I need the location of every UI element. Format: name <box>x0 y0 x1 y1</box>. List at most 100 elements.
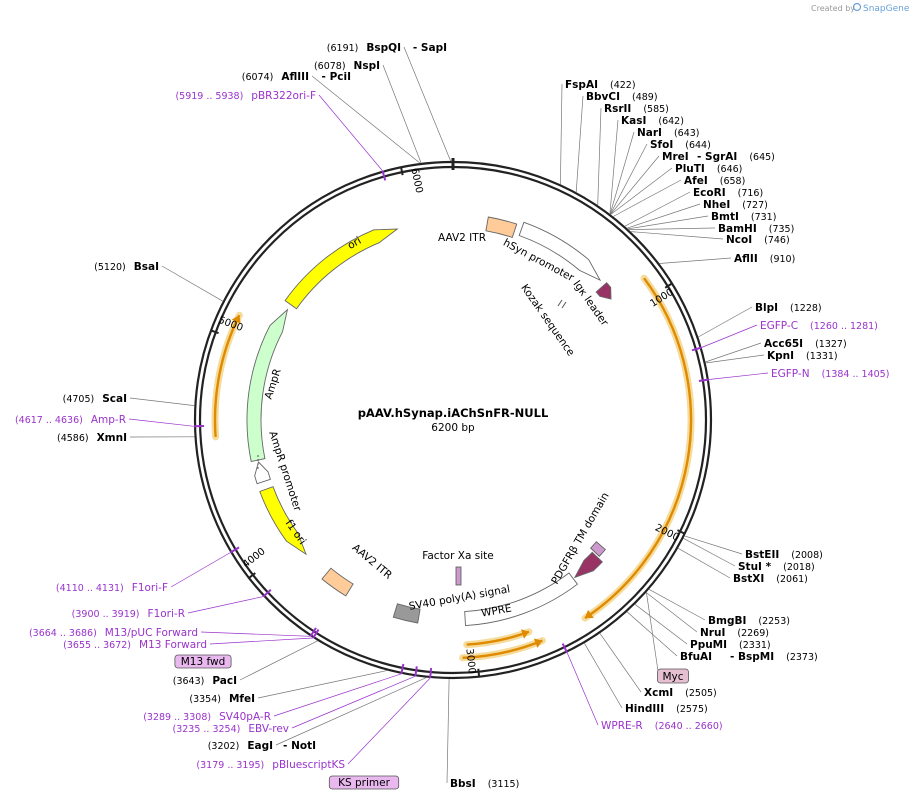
primer-ebv-rev[interactable]: (3235 .. 3254)EBV-rev <box>173 666 418 735</box>
site-label: XcmI(2505) <box>644 687 717 699</box>
site-bsai[interactable]: (5120)BsaI <box>94 261 223 302</box>
site-label: BbsI (3115) <box>450 778 519 790</box>
primer-f1ori-f[interactable]: (4110 .. 4131)F1ori-F <box>56 546 240 594</box>
site-bmti[interactable]: BmtI(731) <box>627 211 777 230</box>
site-position: (2505) <box>685 688 717 699</box>
site-bfuai[interactable]: BfuAI <box>626 611 712 663</box>
primer-position: (3235 .. 3254) <box>173 724 241 735</box>
site-rsrii[interactable]: RsrII (585) <box>597 103 669 206</box>
site-leader-line <box>161 265 223 302</box>
site-leader-line <box>648 588 706 621</box>
tag-myc[interactable]: Myc <box>646 592 689 684</box>
site-label: AflII(910) <box>734 253 795 265</box>
site-nhei[interactable]: NheI(727) <box>626 199 768 229</box>
site-leader-line <box>584 643 623 709</box>
site-kpni[interactable]: KpnI(1331) <box>705 350 838 364</box>
site-eagi[interactable]: (3202)EagI <box>208 677 427 752</box>
site-paci[interactable]: (3643)PacI <box>173 640 318 687</box>
tick-mark <box>210 329 219 335</box>
site-xcmi[interactable]: XcmI(2505) <box>599 633 717 699</box>
primer-name: WPRE-R <box>601 720 643 732</box>
primer-pbr322ori-f[interactable]: (5919 .. 5938)pBR322ori-F <box>175 90 387 181</box>
primer-m13-fwd[interactable]: M13 fwd <box>174 654 232 669</box>
primer-pbluescriptks[interactable]: (3179 .. 3195)pBluescriptKS <box>196 667 433 771</box>
site-nspi[interactable]: (6078)NspI <box>314 60 422 164</box>
site-bbvci[interactable]: BbvCI(489) <box>575 91 658 193</box>
site-bbsi[interactable]: BbsI (3115) <box>446 678 519 790</box>
site-label: StuI *(2018) <box>738 561 815 573</box>
primer-label: WPRE-R(2640 .. 2660) <box>601 720 723 732</box>
site-name: KpnI <box>767 350 794 362</box>
site-sgrai[interactable]: - SgrAI(645) <box>697 151 775 163</box>
site-position: (489) <box>632 92 658 103</box>
site-name: SapI <box>421 42 447 54</box>
primer-name: M13 Forward <box>139 639 207 651</box>
site-position: (3115) <box>488 779 520 790</box>
primer-ks-primer[interactable]: KS primer <box>328 775 400 790</box>
site-aflii[interactable]: AflII(910) <box>659 253 795 265</box>
site-mrei[interactable]: MreI <box>610 151 689 215</box>
site-noti[interactable]: - NotI <box>283 740 316 752</box>
primer-sv40pa-r[interactable]: (3289 .. 3308)SV40pA-R <box>143 663 405 723</box>
primer-leader-line <box>566 652 599 726</box>
site-acc65i[interactable]: Acc65I(1327) <box>705 338 847 363</box>
site-afliii[interactable]: (6074)AflIII <box>242 71 421 164</box>
site-nrui[interactable]: NruI(2269) <box>645 592 769 640</box>
primer-m13-forward[interactable]: (3655 .. 3672)M13 Forward <box>63 629 320 651</box>
site-pcii[interactable]: - PciI <box>322 71 351 83</box>
primer-wpre-r[interactable]: WPRE-R(2640 .. 2660) <box>561 643 723 732</box>
plasmid-size: 6200 bp <box>431 422 475 434</box>
site-bstxi[interactable]: BstXI(2061) <box>677 547 808 585</box>
site-afei[interactable]: AfeI(658) <box>613 175 745 217</box>
site-nari[interactable]: NarI(643) <box>609 127 700 215</box>
site-position: (585) <box>643 104 669 115</box>
site-leader-line <box>129 397 195 406</box>
site-label: - NotI <box>283 740 316 752</box>
site-hindiii[interactable]: HindIII(2575) <box>584 643 708 715</box>
site-ecori[interactable]: EcoRI(716) <box>624 187 763 227</box>
ampr-arc <box>246 308 289 463</box>
site-leader-line <box>628 227 716 230</box>
primer-egfp-c[interactable]: EGFP-C(1260 .. 1281) <box>691 320 878 352</box>
site-name: BbsI <box>450 778 476 790</box>
site-mfei[interactable]: (3354)MfeI <box>189 670 388 706</box>
primer-leader-line <box>209 637 314 645</box>
primer-binding-mark <box>381 170 387 181</box>
site-label: (6191)BspQI <box>327 42 401 54</box>
site-label: (4705)ScaI <box>63 393 127 405</box>
primer-f1ori-r[interactable]: (3900 .. 3919)F1ori-R <box>72 588 272 620</box>
site-ncoi[interactable]: NcoI(746) <box>630 231 790 246</box>
site-label: NarI(643) <box>637 127 700 139</box>
feature-layer <box>246 216 612 627</box>
site-sapi[interactable]: - SapI <box>413 42 447 54</box>
primer-amp-r[interactable]: (4617 .. 4636)Amp-R <box>15 414 205 428</box>
site-label: (3643)PacI <box>173 675 237 687</box>
site-ppumi[interactable]: PpuMI(2331) <box>634 604 771 651</box>
site-kasi[interactable]: KasI(642) <box>609 115 684 214</box>
primer-egfp-n[interactable]: EGFP-N(1384 .. 1405) <box>698 368 889 383</box>
ori-arc <box>284 228 399 310</box>
site-pluti[interactable]: PluTI(646) <box>610 163 743 215</box>
site-bspqi[interactable]: (6191)BspQI <box>327 42 451 162</box>
site-name: RsrII <box>604 103 631 115</box>
site-leader-line <box>597 107 602 206</box>
site-position: (2373) <box>786 652 818 663</box>
primer-m13-puc-forward[interactable]: (3664 .. 3686)M13/pUC Forward <box>29 627 317 639</box>
site-xmni[interactable]: (4586)XmnI <box>57 432 195 444</box>
site-stui[interactable]: StuI *(2018) <box>683 537 815 573</box>
site-bsteii[interactable]: BstEII(2008) <box>684 535 823 561</box>
site-bspmi[interactable]: - BspMI(2373) <box>730 651 818 663</box>
site-name: EcoRI <box>693 187 726 199</box>
primer-name: M13 fwd <box>181 656 226 668</box>
site-leader-line <box>609 119 619 214</box>
site-scai[interactable]: (4705)ScaI <box>63 393 195 406</box>
primer-label: (3664 .. 3686)M13/pUC Forward <box>29 627 198 639</box>
site-name: NheI <box>703 199 730 211</box>
site-bmgbi[interactable]: BmgBI(2253) <box>648 588 790 627</box>
site-position: (2018) <box>783 562 815 573</box>
site-fspai[interactable]: FspAI(422) <box>560 79 636 185</box>
site-bamhi[interactable]: BamHI(735) <box>628 223 795 235</box>
site-blpi[interactable]: BlpI(1228) <box>698 302 822 338</box>
site-name: PpuMI <box>690 639 727 651</box>
site-sfoi[interactable]: SfoI(644) <box>609 139 711 215</box>
